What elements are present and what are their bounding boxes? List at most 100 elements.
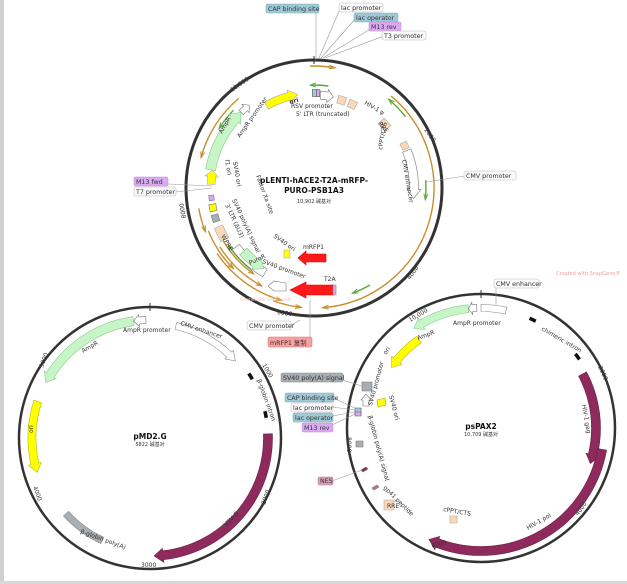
callout-lac-promoter[interactable]: lac promoter <box>341 5 382 12</box>
orange-arc-arrowhead[interactable] <box>227 262 235 270</box>
callout-m13-rev[interactable]: M13 rev <box>371 24 397 31</box>
feature-sv40-polya[interactable] <box>361 381 373 392</box>
orange-arc[interactable] <box>222 240 255 275</box>
callout-mrfp1-copy[interactable]: mRFP1 复制 <box>270 338 307 347</box>
callout-cmv-enhancer[interactable]: CMV enhancer <box>496 281 542 288</box>
feature-bglobin-intron-end[interactable] <box>263 410 269 419</box>
map-size: 10,709 碱基对 <box>464 431 498 438</box>
feature-gp41[interactable] <box>371 484 380 491</box>
feature-label-sv40-ori: SV40 ori <box>387 395 400 422</box>
map-size: 10,902 碱基对 <box>297 198 331 205</box>
callout-t3-promoter[interactable]: T3 promoter <box>383 33 423 40</box>
green-arrow-arrowhead[interactable] <box>423 193 429 202</box>
feature-bglobin-polya[interactable] <box>355 440 364 448</box>
callout-lac-operator[interactable]: lac operator <box>356 15 395 22</box>
tick-label: 6000 <box>277 309 293 318</box>
feature-puror[interactable] <box>239 247 265 270</box>
callout-cmv-promoter[interactable]: CMV promoter <box>466 173 512 180</box>
green-arrow-arrowhead[interactable] <box>308 82 317 88</box>
feature-lac[interactable] <box>316 89 321 97</box>
feature-cmv-enhancer[interactable] <box>480 304 508 315</box>
orange-arc-arrowhead[interactable] <box>247 268 255 275</box>
feature-label-5ltr: 5' LTR (truncated) <box>296 111 350 118</box>
feature-bglobin-polya[interactable] <box>62 510 105 544</box>
feature-t2a-tag[interactable] <box>332 284 337 296</box>
feature-cppt[interactable] <box>449 515 458 524</box>
feature-ori[interactable] <box>391 335 422 369</box>
feature-cap[interactable] <box>311 89 317 97</box>
feature-m13-rev[interactable] <box>354 411 362 417</box>
feature-t2a[interactable] <box>289 281 335 299</box>
orange-arc-arrowhead[interactable] <box>294 304 304 309</box>
orange-arc[interactable] <box>200 97 240 158</box>
feature-chimeric-intron-start[interactable] <box>528 316 537 323</box>
orange-arc-arrowhead[interactable] <box>328 64 337 70</box>
green-arrow[interactable] <box>424 180 427 200</box>
orange-arc-arrowhead[interactable] <box>201 225 207 234</box>
green-arrow[interactable] <box>352 284 371 294</box>
orange-arc[interactable] <box>207 230 234 270</box>
green-arrow-arrowhead[interactable] <box>218 122 225 130</box>
orange-arc-arrowhead[interactable] <box>255 281 264 287</box>
callout-cmv-promoter-2[interactable]: CMV promoter <box>249 323 295 330</box>
feature-gag[interactable] <box>578 371 601 465</box>
feature-psi[interactable] <box>346 98 358 110</box>
feature-ampr-promoter[interactable] <box>468 301 478 316</box>
feature-label-mrfp1: mRFP1 <box>303 244 324 251</box>
feature-ori[interactable] <box>264 89 299 110</box>
green-arrow-arrowhead[interactable] <box>387 98 395 105</box>
callout-sv40-polya[interactable]: SV40 poly(A) signal <box>283 375 345 382</box>
feature-cmv-enhancer[interactable] <box>402 148 422 199</box>
feature-ampr-promoter[interactable] <box>238 103 250 116</box>
feature-rre[interactable] <box>383 499 395 511</box>
feature-ampr-promoter[interactable] <box>133 313 147 328</box>
feature-ori[interactable] <box>27 399 42 473</box>
feature-sv40-ori[interactable] <box>376 397 387 408</box>
callout-m13-rev[interactable]: M13 rev <box>304 425 330 432</box>
feature-5ltr[interactable] <box>336 94 348 106</box>
feature-nes[interactable] <box>360 466 369 473</box>
callout-box <box>133 176 169 187</box>
callout-m13-fwd[interactable]: M13 fwd <box>136 179 163 186</box>
orange-arc[interactable] <box>322 95 435 309</box>
feature-ampr[interactable] <box>413 304 470 330</box>
tick-label: 2000 <box>596 365 609 382</box>
feature-sv40-ori[interactable] <box>283 249 291 259</box>
callout-lac-operator[interactable]: lac operator <box>295 415 334 422</box>
tick-label: 5000 <box>38 352 50 369</box>
feature-vsvg[interactable] <box>153 433 273 563</box>
tick-label: 8000 <box>178 202 188 218</box>
feature-bglobin-intron-start[interactable] <box>247 372 254 381</box>
feature-rsv-promoter[interactable] <box>319 88 334 104</box>
feature-3ltr-gray[interactable] <box>210 213 221 224</box>
callout-lac-promoter[interactable]: lac promoter <box>293 405 334 412</box>
orange-arc-arrowhead[interactable] <box>275 296 284 302</box>
feature-f1-ori[interactable] <box>204 169 219 185</box>
orange-arc[interactable] <box>219 246 263 287</box>
window-edge-bottom <box>0 581 627 584</box>
callout-nes[interactable]: NES <box>320 478 333 485</box>
feature-sv40-ori-left[interactable] <box>208 194 215 202</box>
feature-chimeric-intron-end[interactable] <box>573 352 581 361</box>
green-arrow-arrowhead[interactable] <box>227 244 234 252</box>
feature-sv40-promoter[interactable] <box>360 393 372 407</box>
feature-cppt[interactable] <box>399 140 410 151</box>
feature-ampr[interactable] <box>205 112 242 171</box>
orange-arc-arrowhead[interactable] <box>320 304 329 310</box>
feature-3ltr[interactable] <box>213 224 230 243</box>
feature-sv40-polya[interactable] <box>208 203 218 213</box>
green-arrow-arrowhead[interactable] <box>350 288 359 294</box>
feature-sv40-promoter[interactable] <box>267 280 287 292</box>
feature-mrfp1[interactable] <box>297 250 327 266</box>
feature-rre[interactable] <box>377 117 392 132</box>
orange-arc[interactable] <box>216 253 282 302</box>
callout-box <box>338 2 384 13</box>
orange-arc-arrowhead[interactable] <box>200 151 206 160</box>
callout-cap-binding-site[interactable]: CAP binding site <box>268 6 319 13</box>
callout-cap-binding-site[interactable]: CAP binding site <box>287 395 338 402</box>
feature-ampr[interactable] <box>44 316 135 384</box>
feature-cmv-enhancer[interactable] <box>174 322 236 362</box>
callout-t7-promoter[interactable]: T7 promoter <box>135 189 175 196</box>
feature-pol[interactable] <box>428 448 607 556</box>
